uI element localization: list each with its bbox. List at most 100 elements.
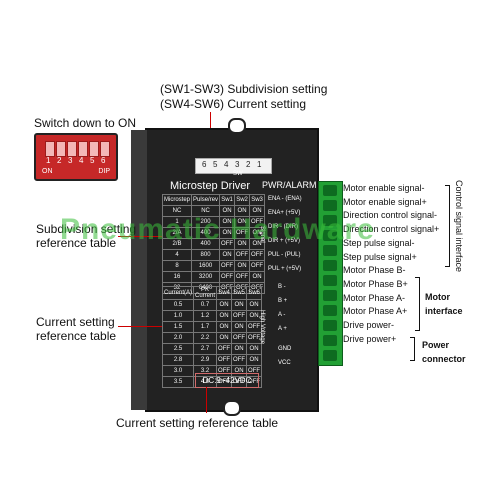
dip-dip-label: DIP bbox=[98, 168, 110, 175]
power-group-text: Power connector bbox=[422, 340, 466, 364]
dip-lever-2 bbox=[56, 141, 66, 157]
dip-number: 1 bbox=[46, 156, 51, 165]
table-cell: ON bbox=[231, 299, 248, 311]
table-cell: OFF bbox=[216, 343, 233, 355]
sw-number: 6 bbox=[202, 160, 207, 169]
table-header-cell: Current(A) bbox=[161, 286, 195, 300]
power-group-bracket bbox=[410, 337, 415, 361]
terminal-label: GND bbox=[278, 346, 292, 352]
table-cell: 0.7 bbox=[193, 299, 218, 311]
pwr-alarm-label: PWR/ALARM bbox=[262, 180, 317, 190]
table-cell: ON bbox=[234, 260, 251, 272]
terminal-label: ENA+ (+5V) bbox=[268, 210, 301, 216]
subdivision-arrow bbox=[118, 236, 162, 237]
dip-switch-image: 1 2 3 4 5 6 ON DIP bbox=[34, 133, 118, 181]
table-cell: ON bbox=[216, 332, 233, 344]
terminal-screw bbox=[323, 200, 337, 211]
switch-note: Switch down to ON bbox=[34, 116, 137, 130]
terminal-block bbox=[318, 181, 343, 366]
watermark: Pneumatic Hardware bbox=[60, 213, 375, 246]
dip-number: 2 bbox=[57, 156, 62, 165]
device-side-panel bbox=[131, 130, 147, 410]
terminal-label-column: ENA - (ENA) ENA+ (+5V) DIR - (DIR) DIR +… bbox=[264, 194, 318, 374]
table-header-cell: Sw5 bbox=[231, 286, 248, 300]
motor-group-bracket bbox=[415, 277, 420, 331]
table-cell: 8 bbox=[161, 260, 193, 272]
dip-number: 6 bbox=[101, 156, 106, 165]
table-cell: OFF bbox=[234, 271, 251, 283]
terminal-screw bbox=[323, 320, 337, 331]
table-cell: 4 bbox=[161, 249, 193, 261]
table-header-cell: Sw6 bbox=[246, 286, 263, 300]
sw-number: 3 bbox=[235, 160, 240, 169]
table-cell: OFF bbox=[216, 354, 233, 366]
table-cell: ON bbox=[231, 321, 248, 333]
dip-lever-3 bbox=[67, 141, 77, 157]
power-group-label: Power connector bbox=[422, 338, 477, 366]
high-voltage-side-label: High Voltage bbox=[259, 310, 265, 345]
table-cell: 2.2 bbox=[193, 332, 218, 344]
title-line2: (SW4-SW6) Current setting bbox=[160, 97, 307, 111]
current-ref-label: Current setting reference table bbox=[36, 315, 117, 343]
signal-label: Motor enable signal+ bbox=[343, 196, 427, 207]
terminal-screw bbox=[323, 290, 337, 301]
terminal-screw bbox=[323, 350, 337, 361]
signal-label: Step pulse signal+ bbox=[343, 251, 417, 262]
table-cell: 1600 bbox=[191, 260, 221, 272]
terminal-label: DIR + (+5V) bbox=[268, 238, 301, 244]
dip-number: 4 bbox=[79, 156, 84, 165]
signal-label: Direction control signal+ bbox=[343, 224, 440, 235]
table-cell: OFF bbox=[219, 260, 236, 272]
dip-number: 3 bbox=[68, 156, 73, 165]
dip-number: 5 bbox=[90, 156, 95, 165]
table-cell: 2.8 bbox=[161, 354, 195, 366]
terminal-screw bbox=[323, 260, 337, 271]
table-cell: 2.0 bbox=[161, 332, 195, 344]
sw-number: 1 bbox=[257, 160, 262, 169]
motor-group-label: Motor interface bbox=[425, 290, 475, 318]
dip-lever-6 bbox=[100, 141, 110, 157]
subdivision-ref-label: Subdivision setting reference table bbox=[36, 222, 137, 250]
terminal-label: A - bbox=[278, 312, 286, 318]
sw-label: SW bbox=[233, 171, 243, 177]
table-cell: ON bbox=[231, 343, 248, 355]
terminal-screw bbox=[323, 230, 337, 241]
signal-label-list: Motor enable signal- Motor enable signal… bbox=[343, 182, 447, 346]
dip-lever-4 bbox=[78, 141, 88, 157]
sw-selector-box: 6 5 4 3 2 1 bbox=[195, 158, 272, 174]
table-header-cell: Sw1 bbox=[219, 194, 236, 206]
table-cell: 2.5 bbox=[161, 343, 195, 355]
table-header-cell: Microstep bbox=[161, 194, 193, 206]
control-group-label: Control signal interface bbox=[454, 180, 464, 273]
table-header-cell: Sw4 bbox=[216, 286, 233, 300]
table-cell: OFF bbox=[249, 249, 266, 261]
signal-label: Step pulse signal- bbox=[343, 237, 415, 248]
table-cell: ON bbox=[216, 321, 233, 333]
table-cell: OFF bbox=[246, 332, 263, 344]
terminal-label: PUL - (PUL) bbox=[268, 252, 301, 258]
table-cell: 2.7 bbox=[193, 343, 218, 355]
terminal-screw bbox=[323, 245, 337, 256]
device-title: Microstep Driver bbox=[170, 180, 251, 192]
terminal-label: PUL + (+5V) bbox=[268, 266, 302, 272]
terminal-label: B + bbox=[278, 298, 288, 304]
table-cell: 800 bbox=[191, 249, 221, 261]
table-cell: ON bbox=[246, 299, 263, 311]
table-header-row: Current(A) PK Current Sw4 Sw5 Sw6 bbox=[161, 286, 263, 300]
table-cell: 0.5 bbox=[161, 299, 195, 311]
table-header-cell: Sw3 bbox=[249, 194, 266, 206]
terminal-screw bbox=[323, 305, 337, 316]
terminal-label: ENA - (ENA) bbox=[268, 196, 302, 202]
table-cell: 16 bbox=[161, 271, 193, 283]
table-cell: 3200 bbox=[191, 271, 221, 283]
voltage-label: DC:9~42VDC bbox=[195, 373, 259, 388]
sw-number: 2 bbox=[246, 160, 251, 169]
